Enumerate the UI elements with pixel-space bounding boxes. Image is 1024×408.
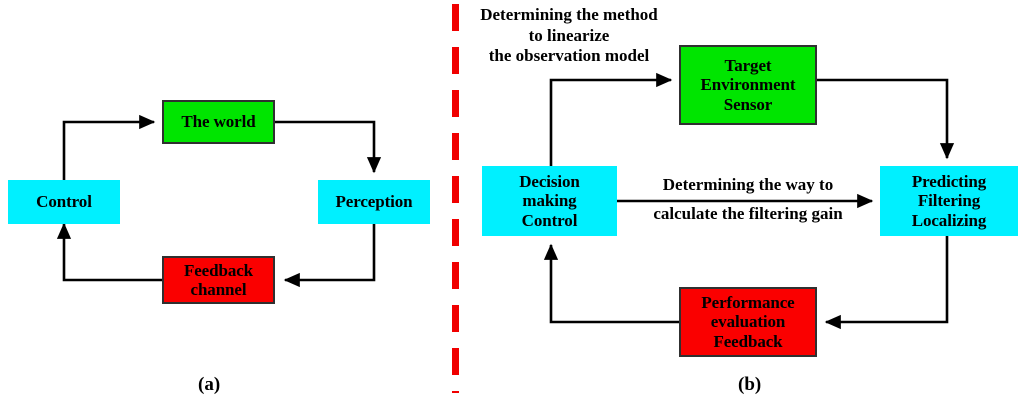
node-feedback-channel[interactable]: Feedback channel <box>162 256 275 304</box>
caption-panel-a: (a) <box>198 374 221 395</box>
node-control[interactable]: Control <box>8 180 120 224</box>
node-decision-making-control-line-2: making <box>522 191 577 211</box>
node-target-environment-sensor-line-2: Environment <box>700 75 796 95</box>
node-predicting-filtering-localizing-line-2: Filtering <box>917 191 981 211</box>
node-perception[interactable]: Perception <box>318 180 430 224</box>
edge-label-filtering-gain-top: Determining the way to <box>640 175 856 196</box>
edge-label-linearize-line-1: Determining the method <box>480 5 658 24</box>
node-performance-evaluation-feedback-line-3: Feedback <box>713 331 783 351</box>
edge-label-linearize: Determining the method to linearize the … <box>469 5 669 67</box>
node-target-environment-sensor[interactable]: Target Environment Sensor <box>679 45 817 125</box>
edge-label-filtering-gain-bottom: calculate the filtering gain <box>628 204 868 225</box>
node-target-environment-sensor-line-1: Target <box>724 56 772 76</box>
node-feedback-channel-line-1: Feedback <box>183 260 254 280</box>
node-the-world-line-1: The world <box>181 112 256 132</box>
node-performance-evaluation-feedback-line-1: Performance <box>701 293 795 313</box>
edge-label-filtering-gain-line-1: Determining the way to <box>662 175 834 194</box>
edge-label-linearize-line-2: to linearize <box>528 25 610 45</box>
edge-target-sensor-to-predicting <box>817 78 955 160</box>
node-performance-evaluation-feedback-line-2: evaluation <box>710 312 786 332</box>
node-target-environment-sensor-line-3: Sensor <box>723 94 773 114</box>
edge-perception-to-feedback-channel <box>283 215 376 288</box>
edge-decision-to-target-sensor <box>549 72 673 166</box>
edge-label-linearize-line-3: the observation model <box>488 46 650 66</box>
edge-performance-to-decision <box>543 243 679 324</box>
node-predicting-filtering-localizing-line-1: Predicting <box>911 172 987 192</box>
node-decision-making-control-line-3: Control <box>521 210 578 230</box>
node-the-world[interactable]: The world <box>162 100 275 144</box>
node-feedback-channel-line-2: channel <box>190 280 247 299</box>
node-decision-making-control-line-1: Decision <box>519 172 580 192</box>
node-performance-evaluation-feedback[interactable]: Performance evaluation Feedback <box>679 287 817 357</box>
edge-feedback-channel-to-control <box>56 222 162 282</box>
node-predicting-filtering-localizing-line-3: Localizing <box>911 210 987 230</box>
node-control-line-1: Control <box>36 192 92 212</box>
node-perception-line-1: Perception <box>335 192 413 212</box>
edge-predicting-to-performance <box>824 236 949 330</box>
node-predicting-filtering-localizing[interactable]: Predicting Filtering Localizing <box>880 166 1018 236</box>
node-decision-making-control[interactable]: Decision making Control <box>482 166 617 236</box>
edge-control-to-the-world <box>62 114 156 180</box>
caption-panel-b: (b) <box>738 374 762 395</box>
edge-label-filtering-gain-line-2: calculate the filtering gain <box>653 204 843 223</box>
edge-the-world-to-perception <box>275 120 382 174</box>
panel-divider <box>452 4 459 393</box>
